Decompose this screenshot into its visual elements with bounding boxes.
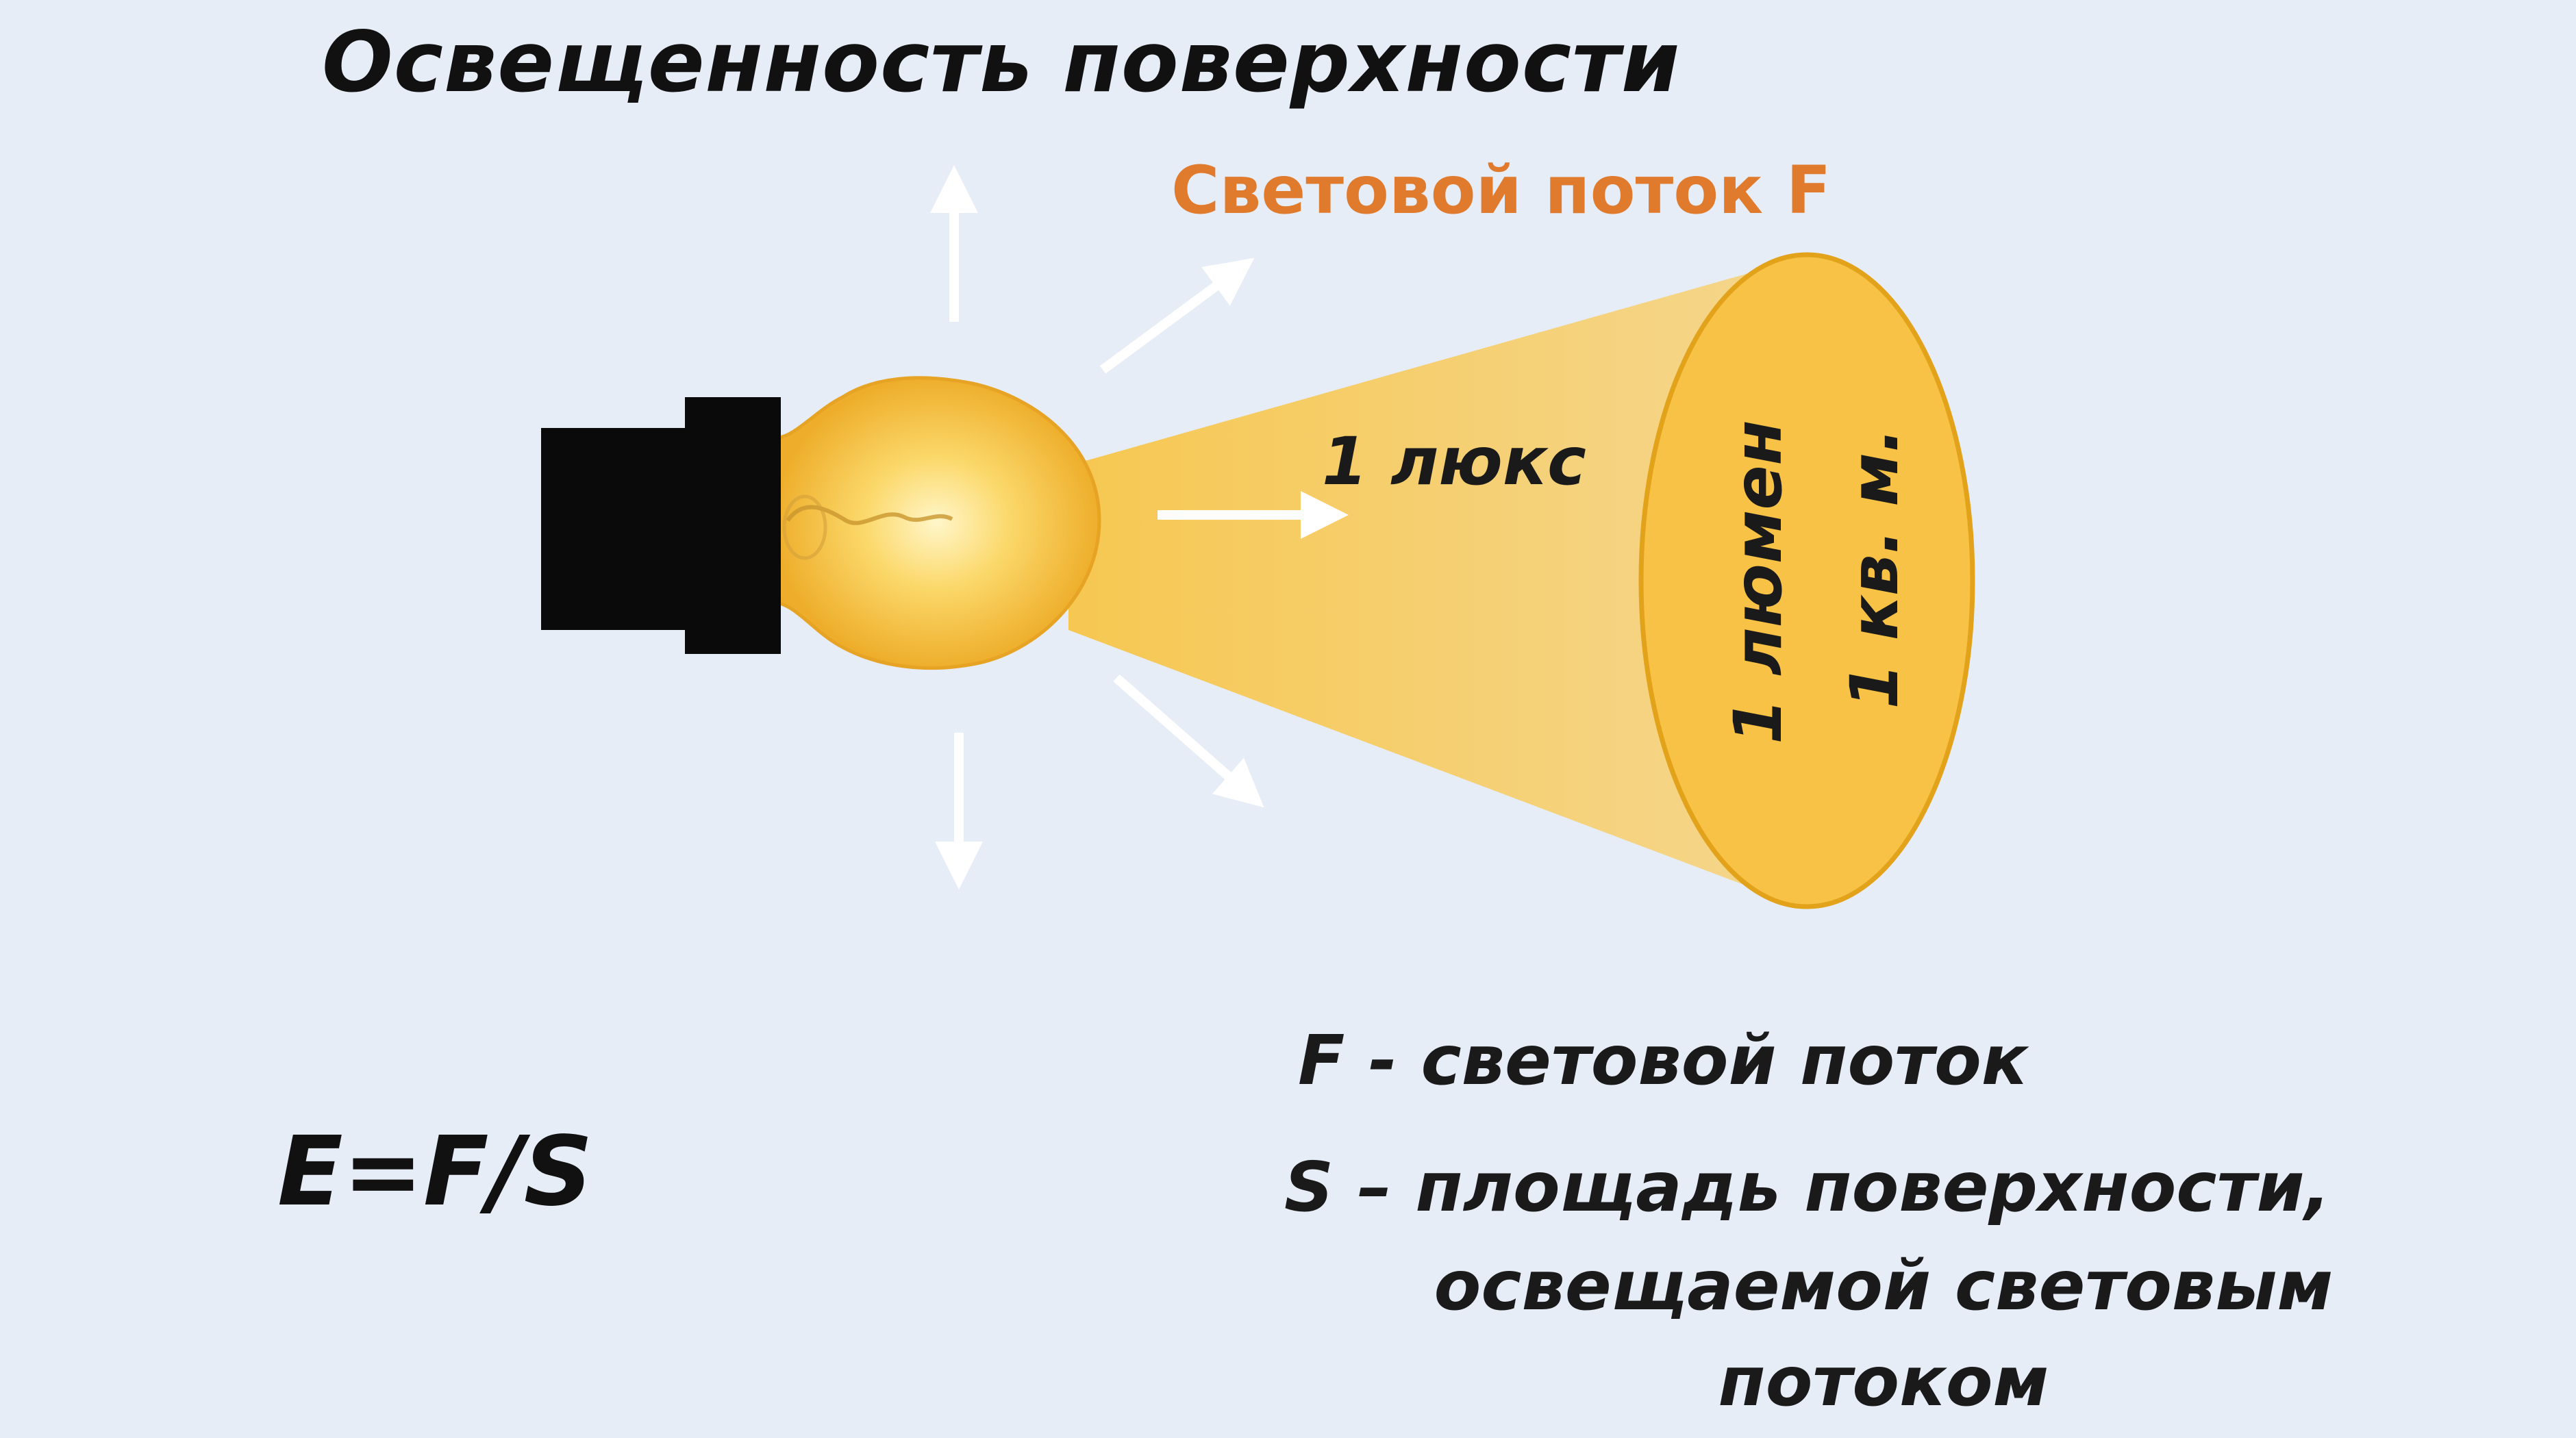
luminous-flux-label: Световой поток F [1171, 152, 1831, 229]
ray-arrow-down-right [1113, 674, 1264, 808]
ellipse-label-lumen: 1 люмен [1720, 420, 1797, 744]
lamp-socket-icon [541, 397, 781, 654]
ray-arrow-up-right [1099, 257, 1255, 374]
light-bulb-icon [772, 376, 1101, 670]
legend-area-line-2: освещаемой световым [1434, 1246, 2334, 1326]
page-title: Освещенность поверхности [322, 14, 1681, 111]
ellipse-label-sq-m: 1 кв. м. [1836, 428, 1913, 709]
legend-area-definition-continued: освещаемой световым потоком [1233, 1238, 2534, 1430]
legend-area-line-3: потоком [1718, 1341, 2049, 1422]
legend-area-definition: S – площадь поверхности, [1284, 1147, 2331, 1227]
legend-flux-definition: F - световой поток [1298, 1020, 2028, 1100]
illuminance-formula: E=F/S [277, 1116, 593, 1228]
light-beam [1068, 260, 1795, 904]
lux-label: 1 люкс [1322, 423, 1586, 500]
illuminated-surface [1638, 252, 1975, 909]
